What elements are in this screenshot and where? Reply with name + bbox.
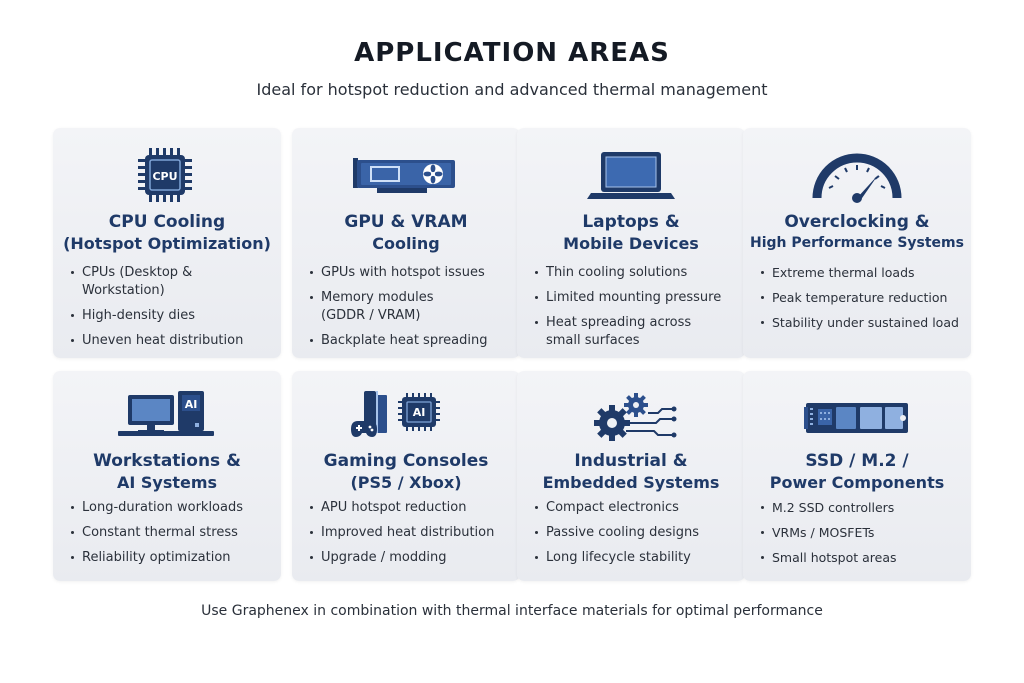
bullet-list: GPUs with hotspot issues Memory modules …	[308, 264, 512, 357]
card-title: Laptops & Mobile Devices	[563, 212, 699, 253]
bullet-list: Extreme thermal loads Peak temperature r…	[759, 264, 963, 339]
list-item: Upgrade / modding	[308, 549, 512, 567]
list-item: (GDDR / VRAM)	[321, 307, 421, 323]
list-item: small surfaces	[546, 332, 640, 348]
laptop-icon	[517, 144, 745, 206]
workstation-icon: AI	[53, 385, 281, 447]
list-item: Backplate heat spreading	[308, 332, 512, 350]
card-title: Industrial & Embedded Systems	[542, 451, 720, 492]
card-laptops-mobile: Laptops & Mobile Devices Thin cooling so…	[517, 128, 745, 358]
game-console-icon: AI	[292, 385, 520, 447]
list-item: Stability under sustained load	[759, 314, 963, 332]
list-item: Uneven heat distribution	[69, 332, 273, 350]
list-item: Small hotspot areas	[759, 549, 963, 567]
footer-note: Use Graphenex in combination with therma…	[201, 603, 823, 619]
list-item: CPUs (Desktop & Workstation)	[69, 264, 273, 299]
card-title: GPU & VRAM Cooling	[344, 212, 468, 253]
list-item: Improved heat distribution	[308, 524, 512, 542]
list-item: Heat spreading across	[533, 314, 737, 332]
card-title: SSD / M.2 / Power Components	[769, 451, 945, 492]
bullet-list: Long-duration workloads Constant thermal…	[69, 499, 273, 574]
cpu-icon-label: CPU	[152, 170, 177, 183]
list-item: Constant thermal stress	[69, 524, 273, 542]
card-title: Workstations & AI Systems	[93, 451, 241, 492]
card-title: Overclocking & High Performance Systems	[750, 212, 964, 251]
graphics-card-icon	[292, 144, 520, 206]
list-item: VRMs / MOSFETs	[759, 524, 963, 542]
list-item: Long lifecycle stability	[533, 549, 737, 567]
card-title: Gaming Consoles (PS5 / Xbox)	[323, 451, 489, 492]
list-item: Thin cooling solutions	[533, 264, 737, 282]
speedometer-icon	[743, 144, 971, 206]
list-item: M.2 SSD controllers	[759, 499, 963, 517]
bullet-list: Compact electronics Passive cooling desi…	[533, 499, 737, 574]
card-workstations-ai: AI Workstations & AI Systems Long-durati…	[53, 371, 281, 581]
card-industrial-embedded: Industrial & Embedded Systems Compact el…	[517, 371, 745, 581]
list-item: Long-duration workloads	[69, 499, 273, 517]
list-item: Memory modules	[308, 289, 512, 307]
ai-chip-label: AI	[413, 406, 426, 419]
list-item: APU hotspot reduction	[308, 499, 512, 517]
ssd-board-icon	[743, 385, 971, 447]
list-item: Passive cooling designs	[533, 524, 737, 542]
card-overclocking: Overclocking & High Performance Systems …	[743, 128, 971, 358]
list-item: Peak temperature reduction	[759, 289, 963, 307]
list-item: Extreme thermal loads	[759, 264, 963, 282]
ai-icon-label: AI	[185, 398, 198, 411]
bullet-list: APU hotspot reduction Improved heat dist…	[308, 499, 512, 574]
card-ssd-m2-power: SSD / M.2 / Power Components M.2 SSD con…	[743, 371, 971, 581]
bullet-list: CPUs (Desktop & Workstation) High-densit…	[69, 264, 273, 357]
card-gaming-consoles: AI Gaming Consoles (PS5 / Xbox) APU hots…	[292, 371, 520, 581]
list-item: Compact electronics	[533, 499, 737, 517]
bullet-list: Thin cooling solutions Limited mounting …	[533, 264, 737, 357]
cpu-chip-icon: CPU	[53, 144, 281, 206]
page-title: APPLICATION AREAS	[354, 38, 670, 68]
list-item: Reliability optimization	[69, 549, 273, 567]
page-subtitle: Ideal for hotspot reduction and advanced…	[256, 80, 768, 99]
list-item: High-density dies	[69, 307, 273, 325]
list-item: Limited mounting pressure	[533, 289, 737, 307]
card-title: CPU Cooling (Hotspot Optimization)	[63, 212, 271, 253]
card-cpu-cooling: CPU CPU Cooling (Hotspot Optimization) C…	[53, 128, 281, 358]
gears-circuit-icon	[517, 385, 745, 447]
list-item: GPUs with hotspot issues	[308, 264, 512, 282]
card-gpu-vram-cooling: GPU & VRAM Cooling GPUs with hotspot iss…	[292, 128, 520, 358]
bullet-list: M.2 SSD controllers VRMs / MOSFETs Small…	[759, 499, 963, 574]
